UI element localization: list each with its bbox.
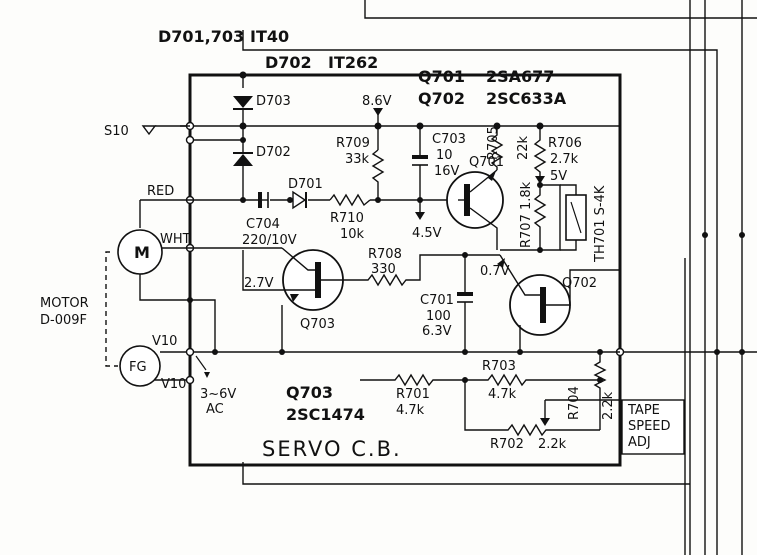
fg-generator [119, 345, 620, 387]
resistor-r710 [329, 193, 371, 207]
label-s10: S10 [104, 124, 129, 139]
label-c701: C701 [420, 293, 454, 308]
label-d703: D703 [256, 94, 291, 109]
text-labels: D701,703 IT40 D702 IT262 Q701 Q702 2SA67… [40, 27, 671, 461]
label-adj: ADJ [628, 435, 651, 450]
transistor-q701 [446, 169, 504, 250]
label-motor-model: D-009F [40, 313, 87, 328]
label-10k: 10k [340, 227, 365, 242]
transistor-q702 [497, 254, 620, 352]
resistor-r704 [593, 352, 607, 430]
label-d701: D701 [288, 177, 323, 192]
motor-bracket [105, 251, 118, 367]
label-r708: R708 [368, 247, 402, 262]
label-q703-name: Q703 [286, 383, 333, 402]
label-motor: MOTOR [40, 296, 89, 311]
resistor-r701 [360, 373, 465, 387]
label-330: 330 [371, 262, 396, 277]
s10-terminal-arrow [141, 125, 190, 136]
red-line-circuit [139, 197, 458, 228]
label-c703-v: 16V [434, 164, 460, 179]
label-d702: D702 [256, 145, 291, 160]
label-q701-tag: Q701 [469, 155, 504, 170]
label-0v7: 0.7V [480, 264, 510, 279]
diode-d701 [292, 190, 307, 210]
thermistor-th701 [560, 184, 587, 251]
label-it40: IT40 [250, 27, 289, 46]
label-d702-top: D702 [265, 53, 312, 72]
label-2k7: 2.7k [550, 152, 579, 167]
label-r707: R707 1.8k [519, 181, 534, 248]
label-it262: IT262 [328, 53, 378, 72]
resistor-r709 [371, 108, 385, 200]
label-5v: 5V [550, 169, 567, 184]
label-22k: 22k [516, 135, 531, 160]
capacitor-c703 [412, 126, 428, 220]
label-motor-m: M [134, 243, 150, 262]
label-q702-tag: Q702 [562, 276, 597, 291]
label-8v6: 8.6V [362, 94, 392, 109]
label-q702: Q702 [418, 89, 465, 108]
transistor-q703 [242, 247, 360, 352]
label-c701-v: 6.3V [422, 324, 452, 339]
label-r704: R704 [567, 386, 582, 420]
label-r705: R705 [486, 126, 501, 160]
label-d701-703: D701,703 [158, 27, 244, 46]
tape-speed-adj-box [621, 399, 685, 455]
label-r701: R701 [396, 387, 430, 402]
motor-m [117, 229, 282, 352]
label-c701-val: 100 [426, 309, 451, 324]
label-th701: TH701 S-4K [593, 185, 608, 263]
label-r710: R710 [330, 211, 364, 226]
diode-d703 [233, 96, 253, 110]
label-wht: WHT [160, 232, 191, 247]
resistor-r703 [462, 373, 603, 387]
label-4k7-b: 4.7k [396, 403, 425, 418]
label-r703: R703 [482, 359, 516, 374]
resistor-r705 [490, 126, 504, 170]
capacitor-c704 [258, 192, 269, 208]
label-c703: C703 [432, 132, 466, 147]
label-2k2-c: 2.2k [538, 437, 567, 452]
label-q701: Q701 [418, 67, 465, 86]
label-v10-b: V10 [161, 377, 186, 392]
label-4k7-a: 4.7k [488, 387, 517, 402]
resistor-r708 [360, 254, 500, 287]
frame-lines [242, 0, 757, 555]
label-c704-val: 220/10V [242, 233, 297, 248]
label-2v7: 2.7V [244, 276, 274, 291]
resistor-r707 [500, 185, 547, 251]
label-tape: TAPE [627, 403, 660, 418]
potentiometer-r702 [464, 380, 620, 437]
label-c703-val: 10 [436, 148, 453, 163]
label-r709: R709 [336, 136, 370, 151]
label-2k2-b: 2.2k [601, 391, 616, 420]
label-red: RED [147, 184, 174, 199]
label-ac-voltage: 3~6V [200, 387, 236, 402]
label-33k: 33k [345, 152, 370, 167]
label-c704: C704 [246, 217, 280, 232]
label-v10-a: V10 [152, 334, 177, 349]
label-q703-tag: Q703 [300, 317, 335, 332]
label-2sc633a: 2SC633A [486, 89, 567, 108]
label-2sc1474: 2SC1474 [286, 405, 365, 424]
label-fg: FG [129, 360, 147, 375]
resistor-r706 [533, 126, 547, 185]
label-r702: R702 [490, 437, 524, 452]
capacitor-c701 [457, 252, 473, 352]
label-2sa677: 2SA677 [486, 67, 554, 86]
label-r706: R706 [548, 136, 582, 151]
label-servo-cb: SERVO C.B. [262, 437, 402, 461]
label-4v5: 4.5V [412, 226, 442, 241]
label-ac: AC [206, 402, 224, 417]
label-speed: SPEED [628, 419, 671, 434]
diode-d702 [233, 140, 253, 175]
